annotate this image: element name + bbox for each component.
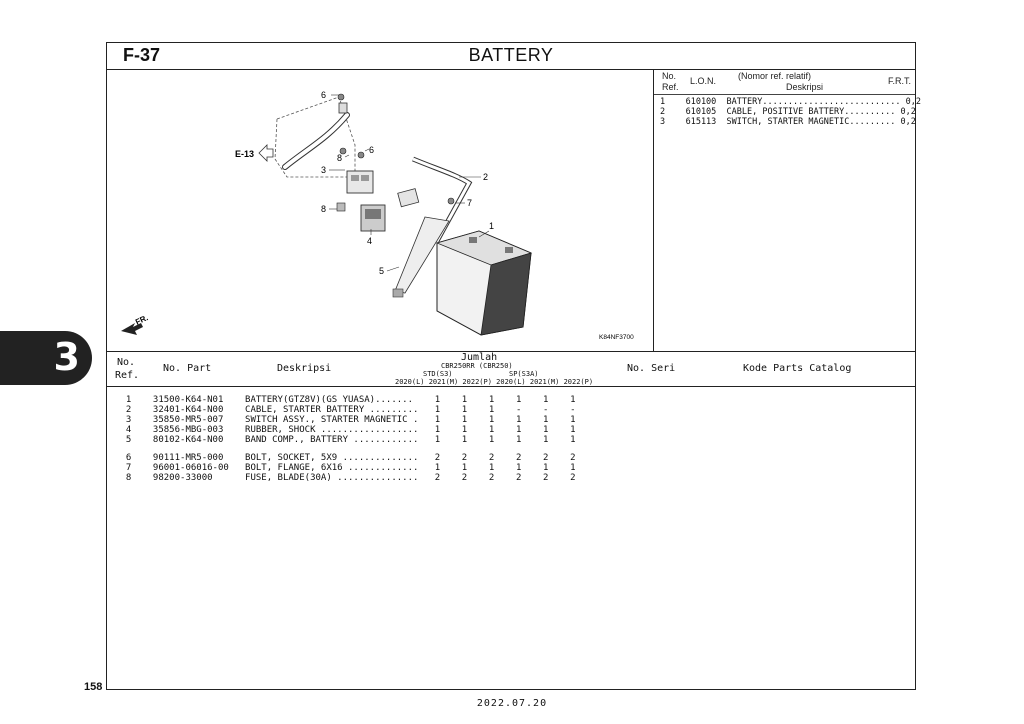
lon-header-ref: Ref. bbox=[662, 82, 679, 92]
figure-code: F-37 bbox=[123, 45, 161, 65]
lon-header-nomor: (Nomor ref. relatif) bbox=[738, 71, 812, 81]
table-row: 8 98200-33000 FUSE, BLADE(30A) .........… bbox=[115, 473, 576, 483]
table-row: 5 80102-K64-N00 BAND COMP., BATTERY ....… bbox=[115, 435, 576, 445]
lon-header-no: No. bbox=[662, 71, 677, 81]
lon-header-lon: L.O.N. bbox=[690, 76, 717, 86]
col-std: STD(S3) bbox=[423, 370, 453, 378]
callout-6b: 6 bbox=[369, 145, 374, 155]
print-date: 2022.07.20 bbox=[476, 698, 548, 709]
col-desc: Deskripsi bbox=[277, 363, 332, 374]
diagram-code: K84NF3700 bbox=[599, 334, 634, 341]
callout-8a: 8 bbox=[337, 153, 342, 163]
ref-label: E-13 bbox=[235, 149, 254, 159]
front-label: FR. bbox=[134, 313, 149, 327]
table-row: 1 31500-K64-N01 BATTERY(GTZ8V)(GS YUASA)… bbox=[115, 395, 576, 405]
diagram-illustration: E-13 bbox=[121, 90, 634, 341]
table-row: 3 35850-MR5-007 SWITCH ASSY., STARTER MA… bbox=[115, 415, 576, 425]
table-row: 6 90111-MR5-000 BOLT, SOCKET, 5X9 ......… bbox=[115, 453, 576, 463]
exploded-diagram: E-13 bbox=[107, 69, 654, 351]
col-seri: No. Seri bbox=[627, 363, 676, 374]
figure-header: F-37 BATTERY bbox=[107, 43, 915, 70]
table-row: 4 35856-MBG-003 RUBBER, SHOCK ..........… bbox=[115, 425, 576, 435]
lon-header-desc: Deskripsi bbox=[786, 82, 824, 92]
lon-table: No. Ref. L.O.N. (Nomor ref. relatif) Des… bbox=[654, 69, 921, 351]
lon-row: 2 610105 CABLE, POSITIVE BATTERY........… bbox=[660, 107, 916, 117]
callout-6a: 6 bbox=[321, 90, 326, 100]
lon-row: 3 615113 SWITCH, STARTER MAGNETIC.......… bbox=[660, 117, 916, 127]
col-sp: SP(S3A) bbox=[509, 370, 539, 378]
callout-5: 5 bbox=[379, 266, 384, 276]
callout-8b: 8 bbox=[321, 204, 326, 214]
col-no: No. bbox=[117, 357, 136, 368]
page-title: BATTERY bbox=[468, 45, 554, 65]
callout-3: 3 bbox=[321, 165, 326, 175]
lon-row: 1 610100 BATTERY........................… bbox=[660, 97, 921, 107]
col-ref: Ref. bbox=[115, 370, 140, 381]
page-frame: F-37 BATTERY E-13 bbox=[106, 42, 921, 690]
col-jumlah: Jumlah bbox=[461, 352, 498, 363]
col-years: 2020(L) 2021(M) 2022(P) 2020(L) 2021(M) … bbox=[395, 378, 594, 386]
callout-7: 7 bbox=[467, 198, 472, 208]
table-row: 2 32401-K64-N00 CABLE, STARTER BATTERY .… bbox=[115, 405, 576, 415]
col-catalog: Kode Parts Catalog bbox=[743, 363, 852, 374]
col-part: No. Part bbox=[163, 363, 212, 374]
page-number: 158 bbox=[84, 681, 103, 693]
parts-table-header: No. Ref. No. Part Deskripsi Jumlah CBR25… bbox=[107, 351, 915, 387]
callout-2: 2 bbox=[483, 172, 488, 182]
callout-1: 1 bbox=[489, 221, 494, 231]
front-arrow-icon bbox=[121, 323, 143, 335]
col-model: CBR250RR (CBR250) bbox=[441, 362, 513, 370]
section-tab-number: 3 bbox=[53, 335, 80, 379]
lon-header-frt: F.R.T. bbox=[888, 76, 912, 86]
callout-4: 4 bbox=[367, 236, 372, 246]
section-tab: 3 bbox=[0, 331, 92, 385]
table-row: 7 96001-06016-00 BOLT, FLANGE, 6X16 ....… bbox=[115, 463, 576, 473]
